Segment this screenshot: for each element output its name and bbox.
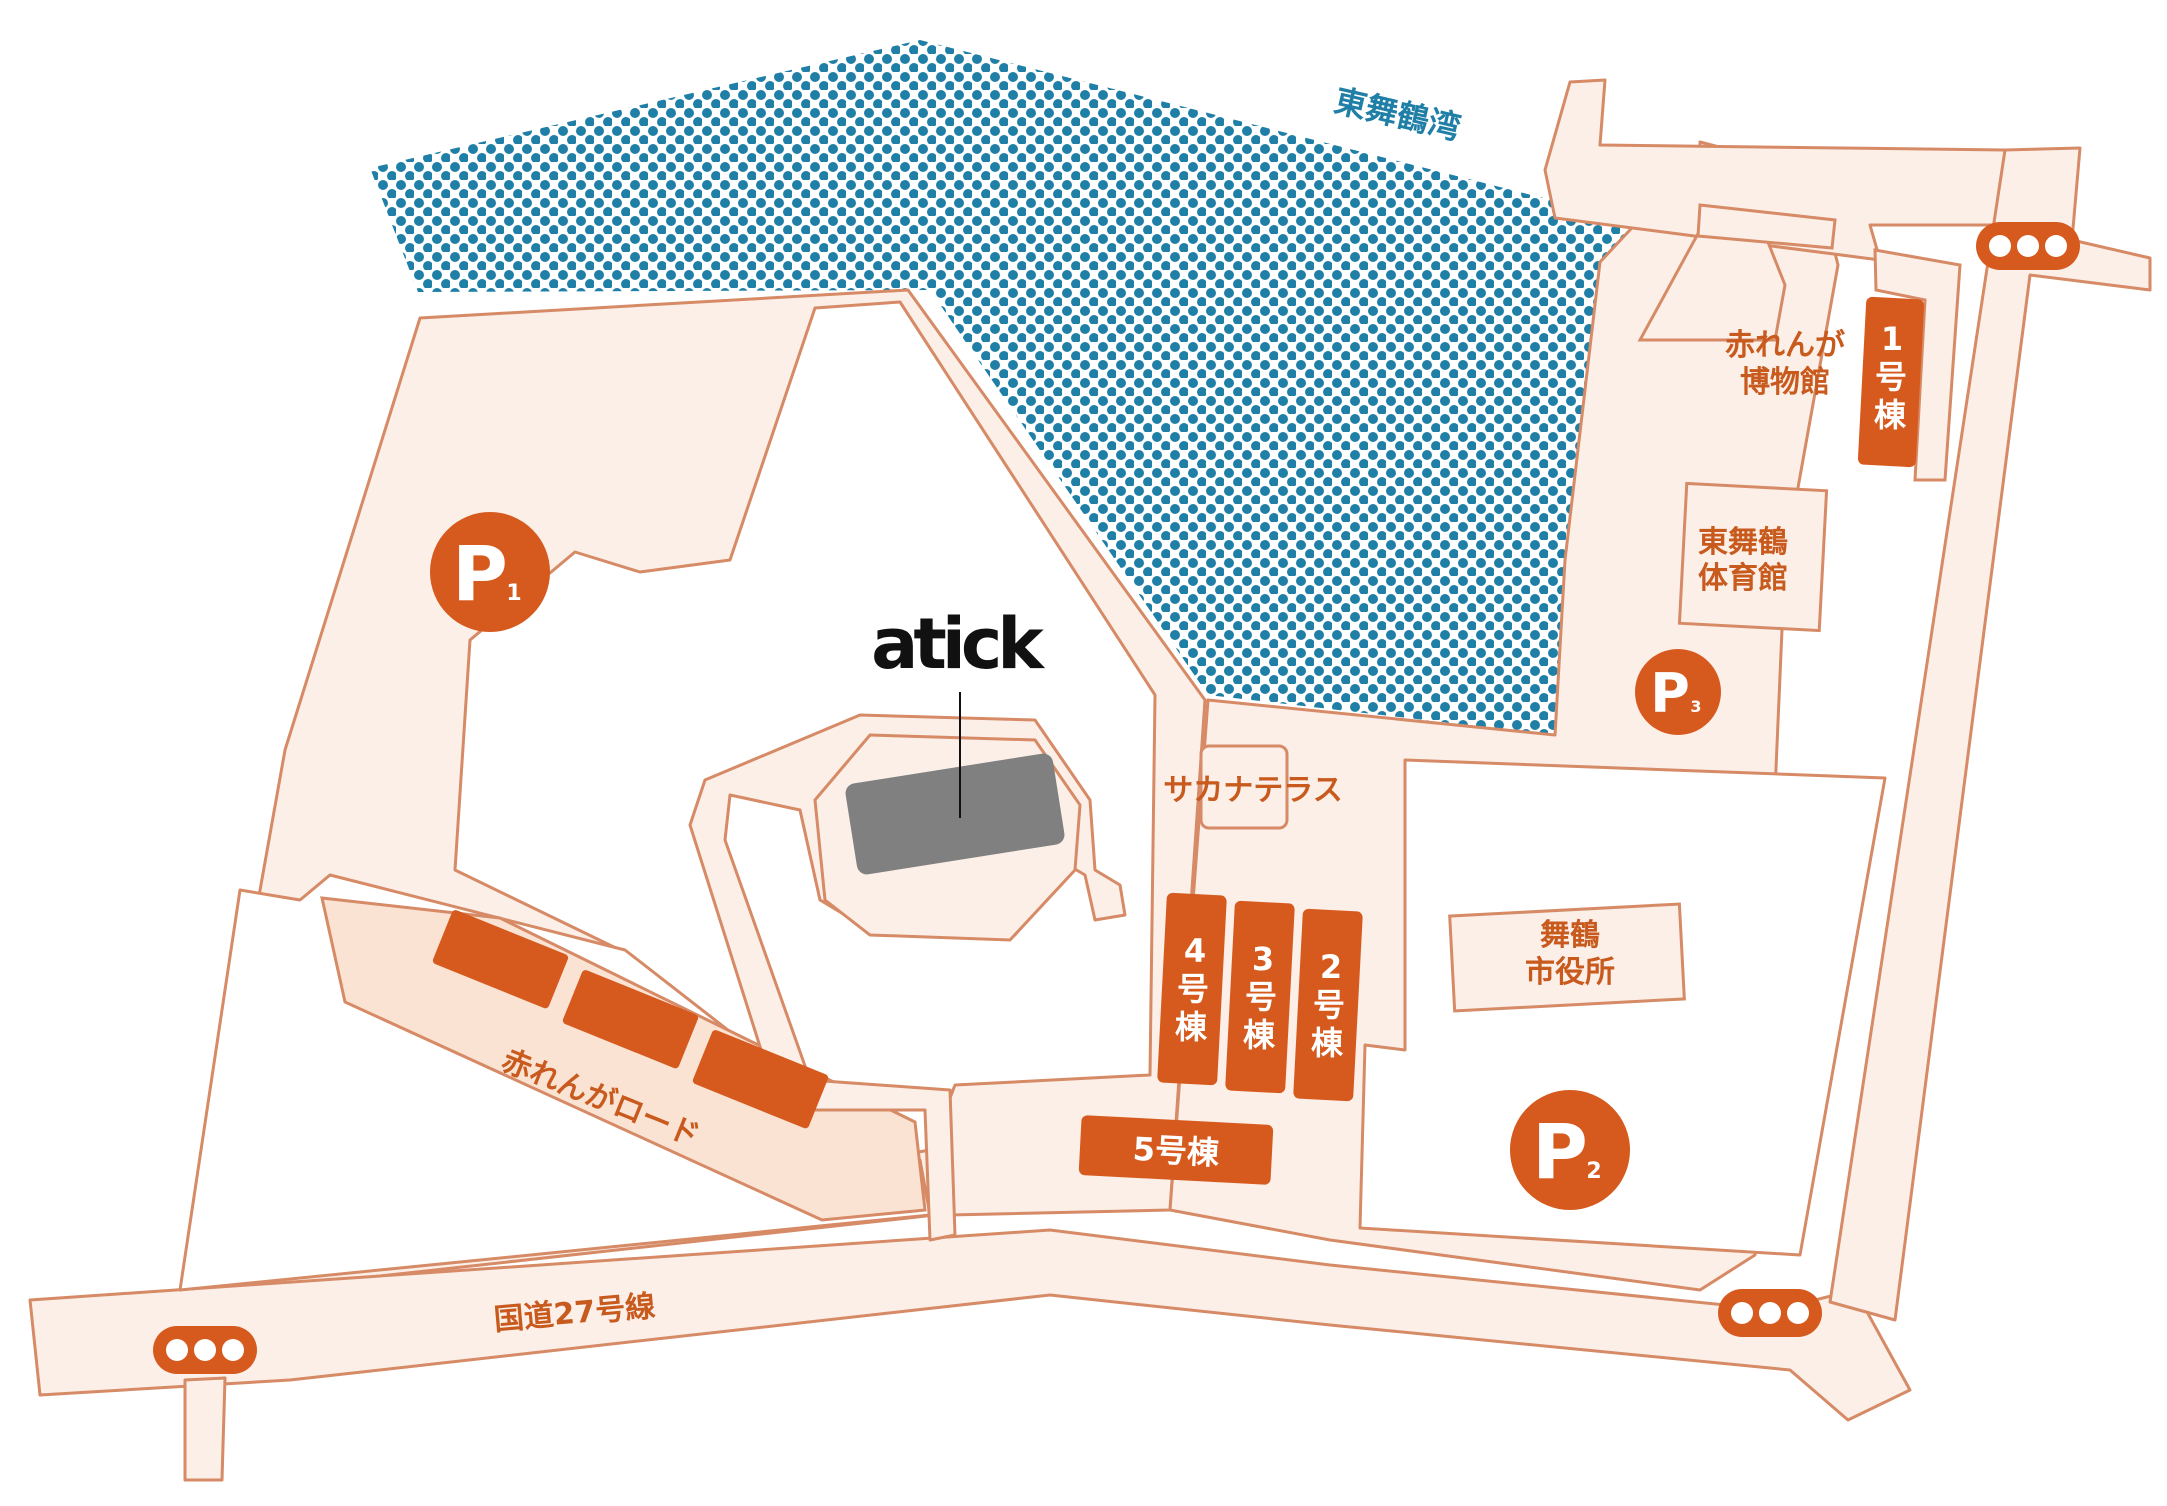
building-2 — [1293, 908, 1363, 1102]
museum-label: 赤れんが 博物館 — [1725, 328, 1845, 400]
parking-p1-number: 1 — [506, 581, 521, 606]
svg-text:号: 号 — [1245, 978, 1277, 1016]
traffic-signal-icon — [1718, 1289, 1822, 1337]
parking-p3-badge — [1635, 649, 1721, 735]
parking-p3-number: 3 — [1690, 697, 1701, 716]
bay-water — [370, 40, 1650, 735]
city-hall-block — [1448, 902, 1686, 1013]
parking-p2-number: 2 — [1586, 1159, 1601, 1184]
svg-text:市役所: 市役所 — [1525, 955, 1615, 990]
city-hall-label: 舞鶴 市役所 — [1525, 918, 1615, 990]
svg-text:棟: 棟 — [1874, 396, 1907, 434]
svg-text:棟: 棟 — [1243, 1016, 1276, 1054]
building-5 — [1078, 1115, 1274, 1185]
terrace-label: サカナテラス — [1163, 773, 1342, 808]
venue-building — [845, 753, 1065, 875]
building-3-label: 3 号 棟 — [1243, 940, 1277, 1054]
building-5-label: 5号棟 — [1132, 1130, 1221, 1173]
svg-text:号: 号 — [1313, 986, 1345, 1024]
svg-text:号: 号 — [1875, 358, 1907, 396]
building-3 — [1225, 900, 1295, 1094]
parking-p2-letter: P — [1532, 1107, 1588, 1196]
museum-ledge — [1696, 203, 1837, 250]
parking-p3-letter: P — [1650, 662, 1690, 725]
parking-p1: P 1 — [430, 512, 550, 632]
svg-text:棟: 棟 — [1175, 1008, 1208, 1046]
svg-text:棟: 棟 — [1311, 1024, 1344, 1062]
svg-text:4: 4 — [1184, 932, 1206, 970]
traffic-signal-icon — [1976, 222, 2080, 270]
bay-label: 東舞鶴湾 — [1331, 81, 1464, 147]
svg-text:1: 1 — [1881, 320, 1903, 358]
building-1-label: 1 号 棟 — [1874, 320, 1907, 434]
akarenga-warehouse-a — [432, 910, 569, 1009]
parking-p3: P 3 — [1635, 649, 1721, 735]
svg-text:2: 2 — [1320, 948, 1342, 986]
svg-text:舞鶴: 舞鶴 — [1540, 918, 1600, 953]
svg-text:体育館: 体育館 — [1698, 561, 1788, 596]
gym-block — [1677, 481, 1829, 633]
northeast-road — [1828, 146, 2152, 1322]
svg-text:号: 号 — [1177, 970, 1209, 1008]
akarenga-warehouse-c — [692, 1030, 829, 1129]
building-4 — [1157, 892, 1227, 1086]
terrace-block — [1199, 744, 1289, 830]
inner-east-block — [1358, 758, 1887, 1257]
north-frame — [1873, 248, 1962, 482]
building-4-label: 4 号 棟 — [1175, 932, 1209, 1046]
building-2-label: 2 号 棟 — [1311, 948, 1345, 1062]
svg-text:赤れんが: 赤れんが — [1725, 328, 1845, 363]
gym-label: 東舞鶴 体育館 — [1698, 525, 1788, 596]
parking-p1-badge — [430, 512, 550, 632]
building-1 — [1857, 296, 1925, 468]
akarenga-warehouse-b — [562, 970, 699, 1069]
parking-p2-badge — [1510, 1090, 1630, 1210]
svg-text:博物館: 博物館 — [1740, 365, 1830, 400]
route-27-road — [28, 1228, 1912, 1422]
southwest-road — [183, 1376, 227, 1482]
traffic-signal-icon — [153, 1326, 257, 1374]
atick-logo: atick — [871, 603, 1045, 685]
parking-p2: P 2 — [1510, 1090, 1630, 1210]
svg-text:東舞鶴: 東舞鶴 — [1698, 525, 1788, 560]
svg-text:3: 3 — [1252, 940, 1274, 978]
parking-p1-letter: P — [452, 529, 508, 618]
